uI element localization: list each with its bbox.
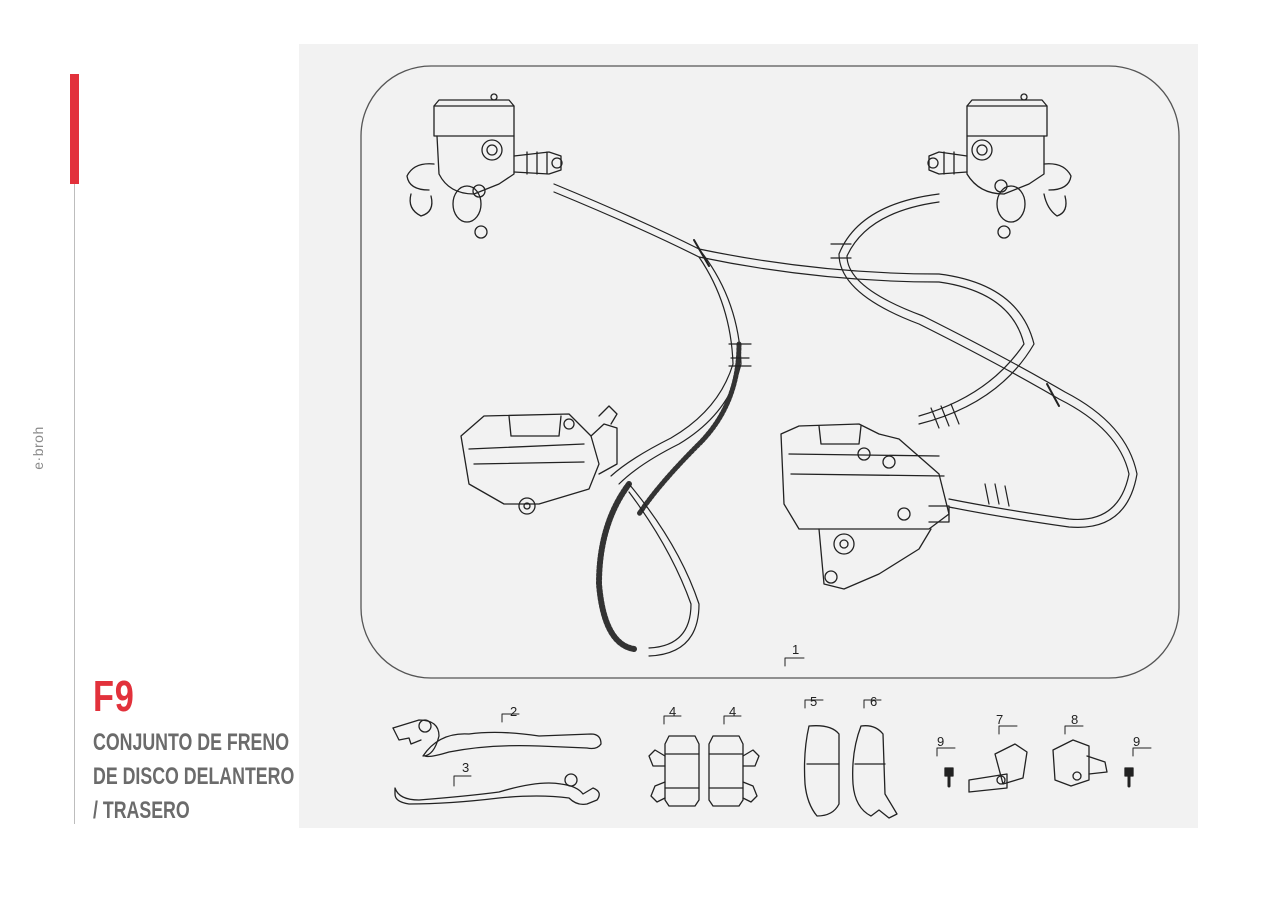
brand-label: e·broh: [30, 426, 46, 470]
accent-bar: [70, 74, 79, 184]
brake-diagram: 1 2 3 4 4 5 6: [360, 65, 1180, 819]
left-master-cylinder: [406, 93, 563, 239]
callout-4b: 4: [729, 704, 736, 719]
callout-9b: 9: [1133, 734, 1140, 749]
right-master-cylinder: [927, 93, 1072, 239]
brake-lever-3: [394, 773, 600, 806]
brake-lever-2: [392, 713, 602, 758]
brake-hoses: [553, 183, 1138, 657]
callout-8: 8: [1071, 712, 1078, 727]
callout-4a: 4: [669, 704, 676, 719]
screw-9a: [936, 747, 956, 788]
brake-pad-4a: [648, 715, 700, 807]
diagram-panel: [299, 44, 1198, 828]
title-line-2: DE DISCO DELANTERO: [93, 763, 295, 790]
brake-switch-7: [968, 725, 1028, 793]
section-title: CONJUNTO DE FRENO DE DISCO DELANTERO / T…: [93, 726, 295, 828]
callout-9a: 9: [937, 734, 944, 749]
brake-switch-8: [1052, 725, 1108, 787]
callout-5: 5: [810, 694, 817, 709]
brake-pad-4b: [708, 715, 760, 807]
brake-pad-5: [803, 699, 840, 817]
brake-pad-6: [852, 699, 898, 819]
callout-6: 6: [870, 694, 877, 709]
assembly-frame: [360, 65, 1180, 679]
title-line-1: CONJUNTO DE FRENO: [93, 729, 290, 756]
section-code: F9: [93, 672, 135, 721]
screw-9b: [1124, 747, 1152, 788]
callout-7: 7: [996, 712, 1003, 727]
callout-2: 2: [510, 704, 517, 719]
title-line-3: / TRASERO: [93, 797, 190, 824]
left-caliper: [460, 405, 618, 515]
callout-1: 1: [792, 642, 799, 657]
right-caliper: [780, 423, 950, 590]
vertical-divider: [74, 184, 75, 824]
callout-3: 3: [462, 760, 469, 775]
